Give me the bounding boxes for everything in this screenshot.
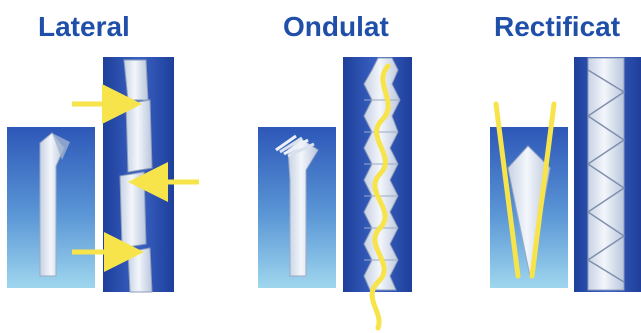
lateral-segment-panel [103,57,174,292]
ondulat-wave-panel [343,57,412,328]
rectificat-fiber-panel [490,104,568,288]
rectificat-zigzag-panel [574,57,641,292]
lateral-fiber-panel [7,127,95,288]
ondulat-fiber-panel [258,127,336,288]
